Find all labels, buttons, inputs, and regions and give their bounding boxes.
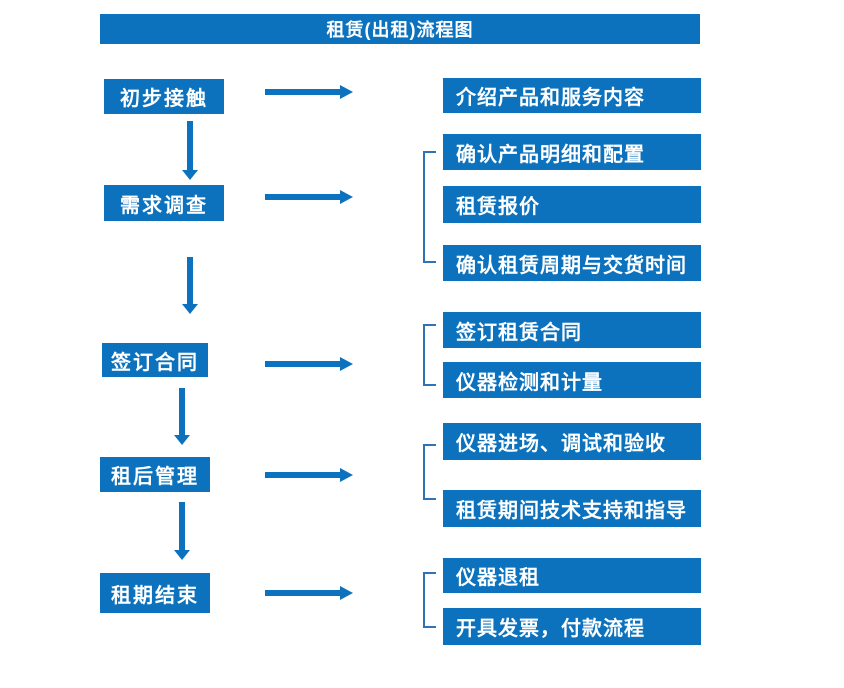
output-box-confirm-product-details: 确认产品明细和配置 [443,134,701,170]
output-box-sign-rental-contract: 签订租赁合同 [443,312,701,348]
output-box-instrument-inspection: 仪器检测和计量 [443,362,701,398]
output-label: 介绍产品和服务内容 [456,87,645,109]
output-label: 开具发票，付款流程 [456,618,645,640]
arrow-right-icon [265,85,353,99]
page-title: 租赁(出租)流程图 [326,20,474,40]
output-label: 仪器退租 [456,567,540,589]
group-bracket-icon [423,572,436,628]
arrow-right-icon [265,586,353,600]
arrow-head [340,586,353,600]
output-label: 确认产品明细和配置 [456,143,645,166]
arrow-head [182,170,198,180]
arrow-shaft [179,388,185,435]
arrow-head [340,468,353,482]
arrow-shaft [265,472,340,478]
output-box-invoice-payment: 开具发票，付款流程 [443,608,701,645]
arrow-down-icon [182,257,198,314]
step-box-initial-contact: 初步接触 [104,79,224,114]
arrow-shaft [265,194,340,200]
arrow-head [182,304,198,314]
arrow-shaft [187,121,193,170]
step-box-sign-contract: 签订合同 [102,343,208,377]
arrow-shaft [187,257,193,304]
arrow-down-icon [182,121,198,180]
output-label: 租赁期间技术支持和指导 [456,500,687,522]
arrow-down-icon [174,502,190,560]
output-label: 仪器检测和计量 [456,371,603,394]
output-box-rental-quotation: 租赁报价 [443,186,701,223]
group-bracket-icon [423,324,436,386]
arrow-shaft [179,502,185,550]
step-box-post-rental-management: 租后管理 [100,457,210,492]
arrow-down-icon [174,388,190,445]
group-bracket-icon [423,151,436,263]
output-label: 确认租赁周期与交货时间 [456,254,687,277]
arrow-head [174,435,190,445]
arrow-shaft [265,590,340,596]
output-box-instrument-setup-acceptance: 仪器进场、调试和验收 [443,423,701,460]
arrow-head [340,190,353,204]
arrow-shaft [265,89,340,95]
output-box-introduce-products: 介绍产品和服务内容 [443,78,701,113]
step-label: 签订合同 [111,351,199,374]
step-box-rental-end: 租期结束 [100,573,210,613]
output-label: 仪器进场、调试和验收 [456,433,666,455]
arrow-head [340,357,353,371]
arrow-head [174,550,190,560]
arrow-head [340,85,353,99]
output-label: 租赁报价 [456,196,540,218]
arrow-right-icon [265,190,353,204]
step-label: 初步接触 [120,88,208,110]
output-box-confirm-rental-period: 确认租赁周期与交货时间 [443,245,701,281]
output-box-technical-support: 租赁期间技术支持和指导 [443,490,701,527]
output-label: 签订租赁合同 [456,321,582,344]
arrow-shaft [265,361,340,367]
group-bracket-icon [423,444,436,500]
step-box-demand-survey: 需求调查 [104,185,224,221]
step-label: 租期结束 [111,584,199,607]
step-label: 需求调查 [120,194,208,217]
arrow-right-icon [265,468,353,482]
title-bar: 租赁(出租)流程图 [100,14,700,44]
output-box-instrument-return: 仪器退租 [443,558,701,593]
step-label: 租后管理 [111,466,199,488]
arrow-right-icon [265,357,353,371]
